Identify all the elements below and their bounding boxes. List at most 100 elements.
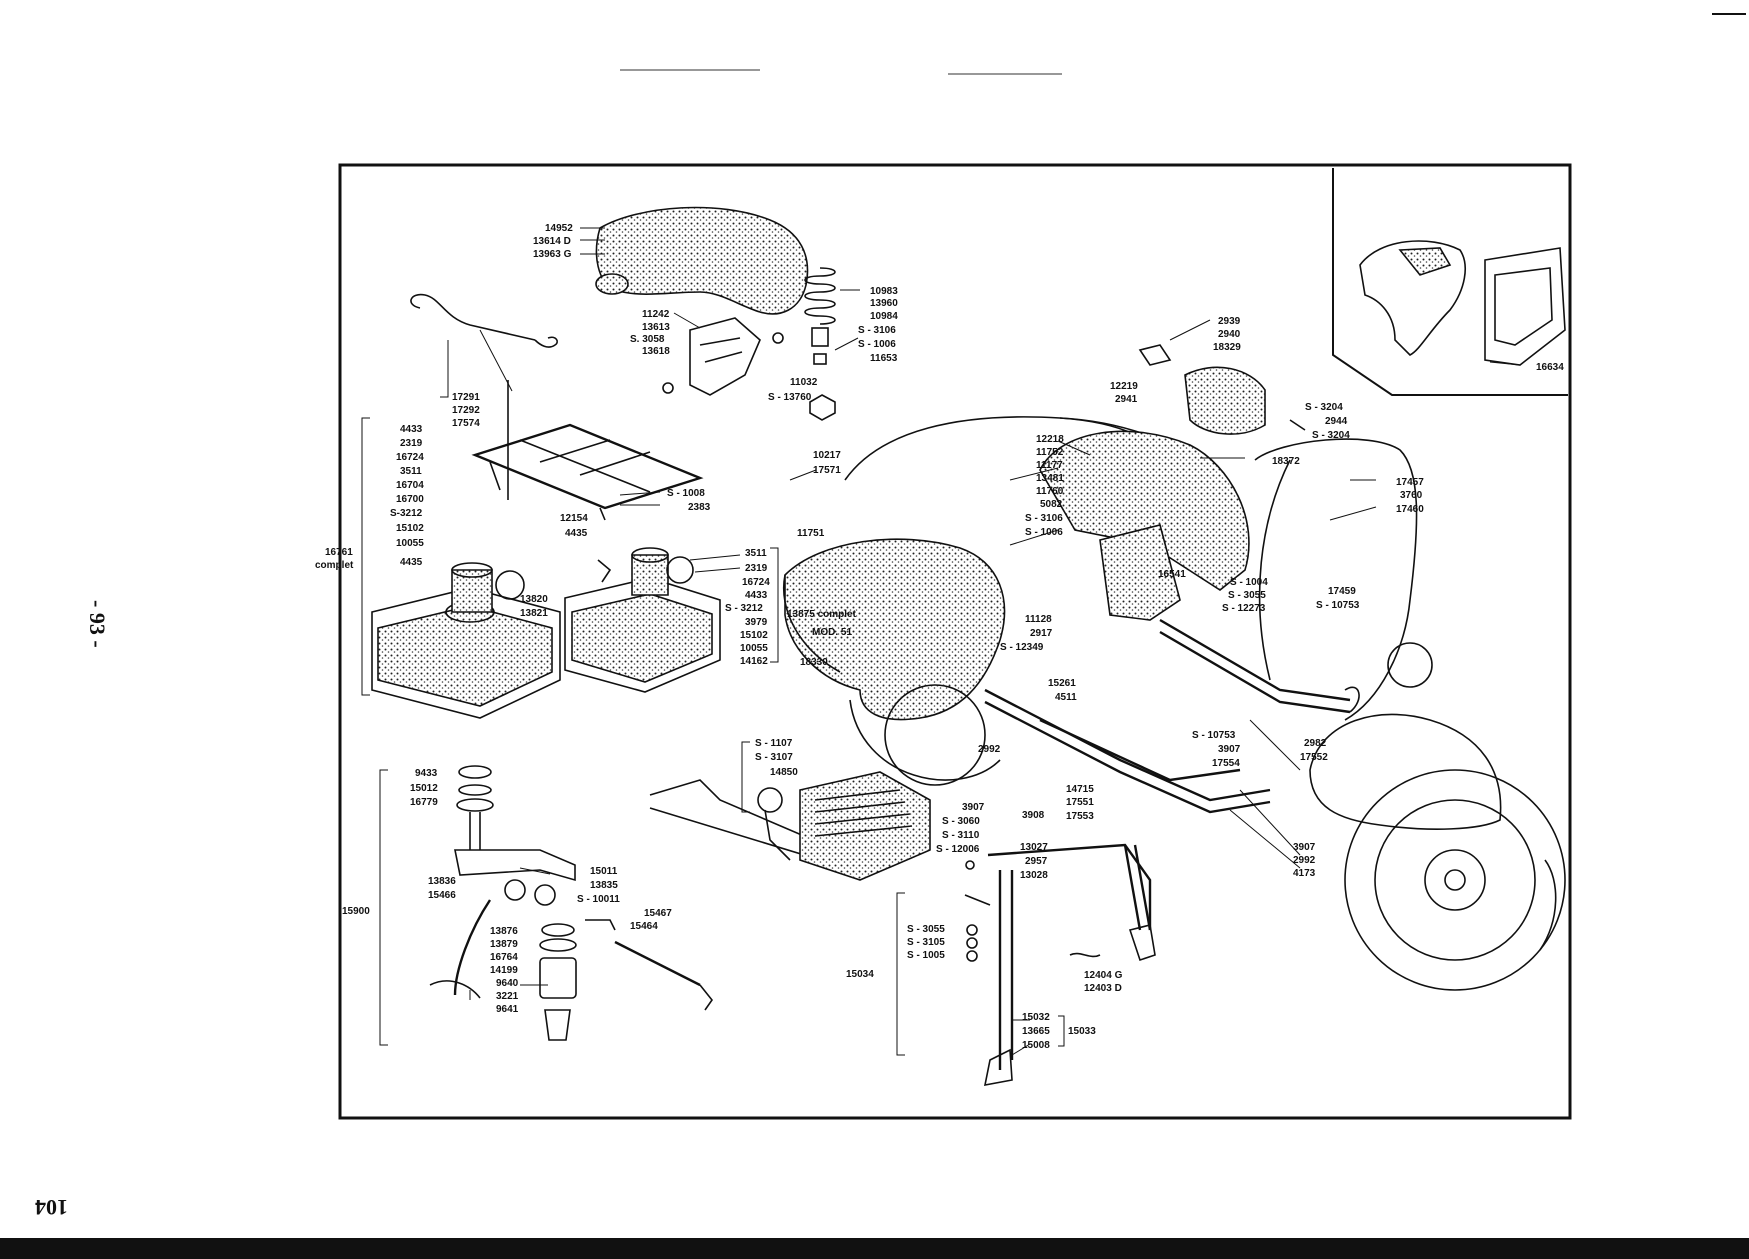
- label-seat-0: 14952: [545, 223, 573, 234]
- part-number-labels: 14952 13614 D 13963 G 11242 13613 S. 305…: [315, 223, 1564, 1051]
- label-tank-right-2: 3511: [745, 548, 767, 559]
- label-cable-0: 17291: [452, 392, 480, 403]
- label-stand-2: 13028: [1020, 870, 1048, 881]
- label-seat-bracket-2: S. 3058: [630, 334, 665, 345]
- label-middle-4: MOD. 51: [812, 627, 852, 638]
- label-body-22: 17551: [1066, 797, 1094, 808]
- label-body-17: S - 10753: [1192, 730, 1236, 741]
- label-tank-left-3: 3511: [400, 466, 422, 477]
- label-fuel-tap-2: 16779: [410, 797, 438, 808]
- label-tank-right-1: 4435: [565, 528, 588, 539]
- label-fuel-tap-17: 15900: [342, 906, 370, 917]
- label-middle-2: 11751: [797, 528, 825, 539]
- label-fuel-tap-8: 15467: [644, 908, 672, 919]
- label-body-20: 17554: [1212, 758, 1240, 769]
- label-body-15: 15261: [1048, 678, 1076, 689]
- label-tank-right-7: 3979: [745, 617, 768, 628]
- label-cable-2: 17574: [452, 418, 480, 429]
- label-body-6: S - 3106: [1025, 513, 1063, 524]
- label-stand-8: 12403 D: [1084, 983, 1122, 994]
- exhaust-bracket: [741, 741, 750, 813]
- label-tank-right-3: 2319: [745, 563, 768, 574]
- label-middle-5: 18330: [800, 657, 828, 668]
- label-spring-0: 10983: [870, 286, 898, 297]
- inset-body-parts-illustration: [1359, 240, 1566, 366]
- label-toolbox-7: S - 3204: [1312, 430, 1350, 441]
- label-shield-1: 3760: [1400, 490, 1423, 501]
- label-spring-5: 11653: [870, 353, 898, 364]
- label-stand-3: S - 3055: [907, 924, 945, 935]
- label-fuel-tap-5: 13836: [428, 876, 456, 887]
- label-fuel-tap-9: 15464: [630, 921, 658, 932]
- label-fuel-tap-15: 3221: [496, 991, 519, 1002]
- label-spring-1: 13960: [870, 298, 898, 309]
- label-inset-0: 16634: [1536, 362, 1564, 373]
- label-exhaust-5: S - 3110: [942, 830, 980, 841]
- label-floor-right-1: 17552: [1300, 752, 1328, 763]
- label-stand-4: S - 3105: [907, 937, 945, 948]
- seat-illustration: [595, 206, 809, 315]
- label-body-10: S - 12349: [1000, 642, 1044, 653]
- label-exhaust-6: S - 12006: [936, 844, 980, 855]
- seat-bracket-illustration: [662, 317, 784, 396]
- label-stand-10: 13665: [1022, 1026, 1050, 1037]
- label-shield-0: 17457: [1396, 477, 1424, 488]
- label-fuel-tap-12: 16764: [490, 952, 518, 963]
- stand-bracket: [896, 892, 905, 1056]
- label-stand-5: S - 1005: [907, 950, 945, 961]
- luggage-rack-illustration: [471, 423, 704, 521]
- label-fuel-tap-14: 9640: [496, 978, 519, 989]
- label-tank-right-4: 16724: [742, 577, 770, 588]
- floorboard-rails-illustration: [984, 618, 1360, 814]
- label-toolbox-6: 2944: [1325, 416, 1348, 427]
- label-body-9: 2917: [1030, 628, 1053, 639]
- inset-frame: [1332, 168, 1568, 396]
- label-tank-left-12: 13820: [520, 594, 548, 605]
- label-carrier-0: S - 1008: [667, 488, 705, 499]
- label-toolbox-1: 2940: [1218, 329, 1241, 340]
- label-toolbox-2: 18329: [1213, 342, 1241, 353]
- fuel-tap-bracket: [379, 769, 388, 1046]
- label-tank-left-6: S-3212: [390, 508, 423, 519]
- label-stand-9: 15032: [1022, 1012, 1050, 1023]
- label-tank-left-10: 16761: [325, 547, 353, 558]
- exhaust-muffler-illustration: [649, 771, 931, 881]
- label-stand-6: 15034: [846, 969, 874, 980]
- label-fuel-tap-0: 9433: [415, 768, 438, 779]
- label-tank-left-11: complet: [315, 560, 354, 571]
- label-fuel-tap-6: 15466: [428, 890, 456, 901]
- label-body-0: 12218: [1036, 434, 1064, 445]
- label-stand-1: 2957: [1025, 856, 1048, 867]
- front-wheel-illustration: [1309, 713, 1566, 991]
- label-body-24: 3908: [1022, 810, 1045, 821]
- label-floor-right-0: 2982: [1304, 738, 1327, 749]
- label-tank-left-8: 10055: [396, 538, 424, 549]
- label-tank-right-6: S - 3212: [725, 603, 763, 614]
- label-toolbox-0: 2939: [1218, 316, 1241, 327]
- label-exhaust-2: 14850: [770, 767, 798, 778]
- label-tank-right-8: 15102: [740, 630, 768, 641]
- label-fuel-tap-16: 9641: [496, 1004, 519, 1015]
- label-toolbox-5: S - 3204: [1305, 402, 1343, 413]
- label-tank-right-5: 4433: [745, 590, 768, 601]
- label-tank-left-1: 2319: [400, 438, 423, 449]
- label-body-18: 2992: [978, 744, 1001, 755]
- toolbox-door-illustration: [1138, 344, 1306, 435]
- label-middle-3: 13875 complet: [787, 609, 857, 620]
- label-exhaust-1: S - 3107: [755, 752, 793, 763]
- label-body-25: 18372: [1272, 456, 1300, 467]
- label-seat-bracket-3: 13618: [642, 346, 670, 357]
- side-page-number: - 93 -: [85, 600, 110, 648]
- label-fuel-tap-7: S - 10011: [577, 894, 620, 905]
- label-body-8: 11128: [1025, 614, 1052, 625]
- label-body-11: 16541: [1158, 569, 1186, 580]
- label-cable-1: 17292: [452, 405, 480, 416]
- label-floor-right-4: 4173: [1293, 868, 1316, 879]
- side-cowl-illustration: [783, 538, 1006, 721]
- label-seat-bracket-0: 11242: [642, 309, 670, 320]
- label-shield-2: 17460: [1396, 504, 1424, 515]
- label-floor-right-2: 3907: [1293, 842, 1316, 853]
- label-carrier-1: 2383: [688, 502, 711, 513]
